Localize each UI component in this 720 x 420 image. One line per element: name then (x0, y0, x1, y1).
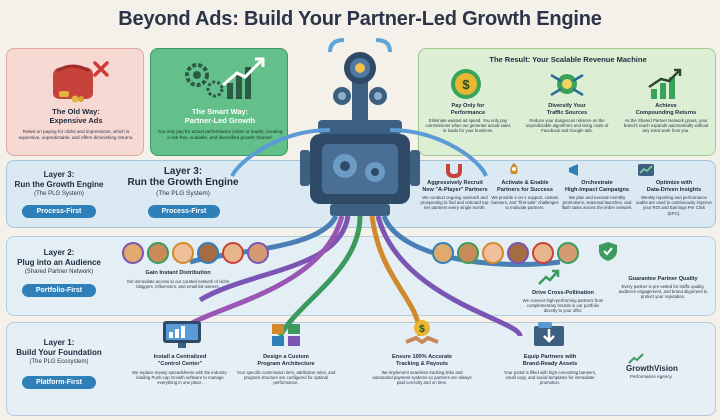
page-title: Beyond Ads: Build Your Partner-Led Growt… (118, 8, 602, 30)
layer3-badge: Process-First (22, 205, 96, 218)
smart-way-card: The Smart Way: Partner-Led Growth You on… (150, 48, 288, 156)
layer2-badge: Portfolio-First (22, 284, 96, 297)
compounding-growth-icon (648, 68, 682, 99)
smart-way-text: You only pay for actual performance (sal… (157, 129, 283, 140)
result-item-text: Eliminate wasted ad spend. You only pay … (425, 118, 511, 134)
layer3-item-title: Optimize with Data-Driven Insights (646, 180, 702, 193)
layer1-item-title: Equip Partners with Brand-Ready Assets (522, 354, 578, 367)
layer3-item-title: Orchestrate High-Impact Campaigns (564, 180, 630, 193)
layer1-item-text: We implement seamless tracking links and… (372, 370, 472, 386)
growth-network-icon (185, 57, 265, 99)
layer3-center-subtitle: (The PLG System) (156, 190, 210, 197)
magnet-icon (446, 164, 462, 178)
growthvision-logo-icon (628, 353, 644, 364)
cross-pollination-icon (538, 269, 560, 285)
result-item-title: Achieve Compounding Returns (635, 103, 697, 116)
handshake-icon: $ (405, 320, 439, 345)
layer3-center-badge: Process-First (148, 205, 220, 218)
old-way-card: The Old Way: Expensive Ads Relies on pay… (6, 48, 144, 156)
brand-logo: GrowthVision (626, 364, 678, 373)
layer1-badge: Platform-First (22, 376, 96, 389)
layer1-subtitle: (The PLG Ecosystem) (29, 359, 89, 365)
layer1-title: Layer 1: Build Your Foundation (16, 338, 102, 357)
analytics-chart-icon (638, 164, 654, 176)
shield-check-icon (599, 242, 617, 261)
dollar-coin-icon: $ (451, 69, 481, 99)
result-item-text: Reduce your dangerous reliance on the un… (525, 118, 609, 134)
layer2-item-title: Guarantee Partner Quality (628, 276, 698, 282)
layer2-item-title: Drive Cross-Pollination (532, 290, 594, 296)
layer1-item-text: We replace messy spreadsheets with the i… (132, 370, 228, 386)
traffic-routes-icon (550, 73, 584, 97)
layer1-item-text: Your portal is filled with high-converti… (503, 370, 597, 386)
layer3-title: Layer 3: Run the Growth Engine (14, 170, 104, 189)
program-blocks-icon (272, 324, 300, 346)
result-card: The Result: Your Scalable Revenue Machin… (418, 48, 716, 156)
svg-text:$: $ (419, 324, 425, 335)
rocket-icon (510, 163, 518, 174)
brand-tagline: Performance Agency (630, 374, 672, 379)
result-item-title: Diversify Your Traffic Sources (546, 103, 588, 116)
result-item-title: Pay Only for Performance (450, 103, 486, 116)
result-title: The Result: Your Scalable Revenue Machin… (489, 55, 647, 64)
svg-text:$: $ (462, 77, 470, 92)
layer3-item-text: We plan and execute monthly promotions, … (561, 195, 633, 211)
dashboard-monitor-icon (163, 321, 201, 348)
layer2-subtitle: (Shared Partner Network) (24, 269, 94, 275)
layer3-item-text: We conduct ongoing outreach and prospect… (420, 195, 490, 211)
asset-folder-icon (534, 322, 564, 346)
smart-way-title: The Smart Way: Partner-Led Growth (184, 107, 256, 125)
layer2-item-text: Get immediate access to our curated netw… (126, 279, 230, 290)
partner-avatars-icon (432, 242, 579, 264)
layer3-center-title: Layer 3: Run the Growth Engine (127, 166, 239, 188)
layer1-item-title: Ensure 100% Accurate Tracking & Payouts (391, 354, 453, 367)
layer2-title: Layer 2: Plug into an Audience (17, 248, 101, 267)
layer3-subtitle: (The PLG System) (34, 191, 84, 197)
old-way-text: Relies on paying for clicks and impressi… (18, 129, 134, 140)
layer3-item-text: Weekly reporting and performance audits … (636, 195, 712, 216)
layer3-item-title: Activate & Enable Partners for Success (497, 180, 553, 193)
layer1-item-title: Install a Centralized "Control Center" (153, 354, 207, 367)
result-item-text: As the Shared Partner Network grows, you… (623, 118, 709, 134)
megaphone-icon (569, 164, 578, 176)
layer1-item-text: Your specific commission tiers, attribut… (236, 370, 336, 386)
layer2-item-text: Every partner is pre-vetted for traffic … (618, 284, 708, 300)
layer3-item-text: We provide 1-on-1 support, custom banner… (491, 195, 559, 211)
layer2-item-title: Gain Instant Distribution (145, 270, 211, 276)
layer2-item-text: We connect high-performing partners from… (522, 298, 604, 314)
old-way-title: The Old Way: Expensive Ads (49, 107, 103, 125)
layer1-item-title: Design a Custom Program Architecture (257, 354, 315, 367)
layer3-item-title: Aggressively Recruit New "A-Player" Part… (422, 180, 488, 193)
partner-avatars-icon (122, 242, 269, 264)
empty-wallet-icon (53, 61, 109, 103)
layer1-band (6, 322, 716, 416)
